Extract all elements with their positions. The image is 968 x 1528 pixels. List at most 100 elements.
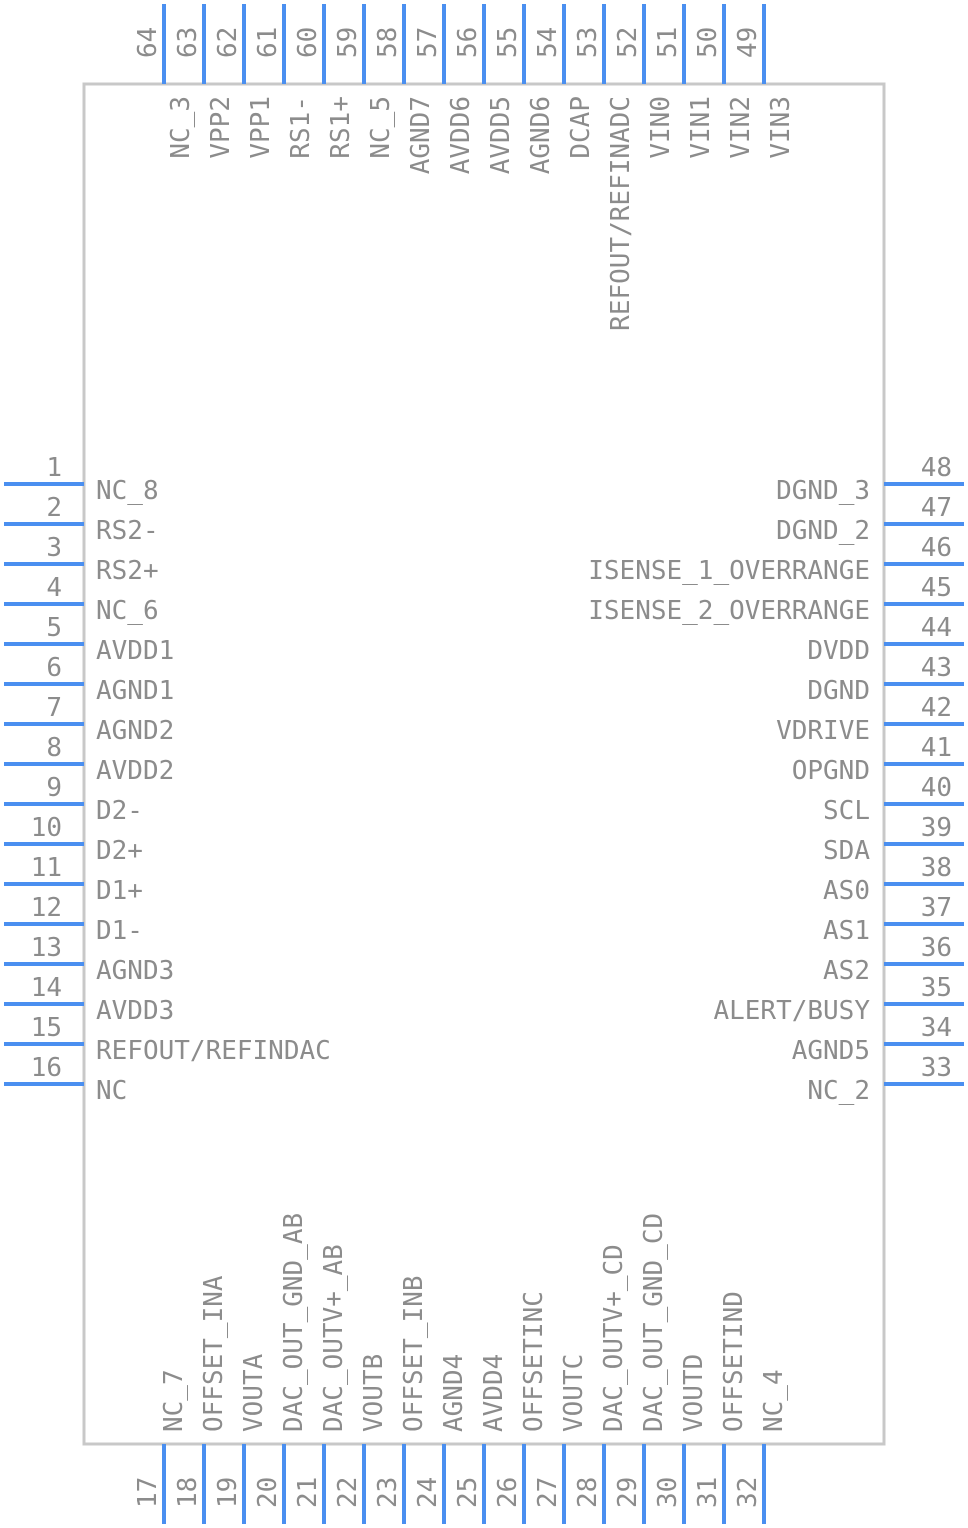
pin-number-4: 4 (46, 573, 62, 603)
pin-number-11: 11 (31, 853, 62, 883)
pin-name-d2: D2+ (96, 836, 143, 866)
pin-number-57: 57 (413, 27, 443, 58)
pin-name-vdrive: VDRIVE (776, 716, 870, 746)
pin-number-45: 45 (921, 573, 952, 603)
pin-name-rs1: RS1+ (326, 96, 356, 159)
pin-number-13: 13 (31, 933, 62, 963)
pin-number-36: 36 (921, 933, 952, 963)
pin-name-avdd6: AVDD6 (446, 96, 476, 174)
pin-name-rs2: RS2- (96, 516, 159, 546)
pin-name-dac-outv-cd: DAC_OUTV+_CD (599, 1244, 629, 1432)
pin-name-nc-2: NC_2 (807, 1076, 870, 1106)
pin-number-3: 3 (46, 533, 62, 563)
pin-number-58: 58 (373, 27, 403, 58)
pin-name-rs1: RS1- (286, 96, 316, 159)
pin-name-nc-6: NC_6 (96, 596, 159, 626)
pin-name-vin0: VIN0 (646, 96, 676, 159)
pin-number-48: 48 (921, 453, 952, 483)
pin-number-33: 33 (921, 1053, 952, 1083)
pin-name-dgnd-3: DGND_3 (776, 476, 870, 506)
pin-number-31: 31 (693, 1477, 723, 1508)
pin-name-nc-5: NC_5 (366, 96, 396, 159)
left-pin-group: 1NC_82RS2-3RS2+4NC_65AVDD16AGND17AGND28A… (4, 453, 331, 1106)
pin-name-dac-outv-ab: DAC_OUTV+_AB (319, 1244, 349, 1432)
pin-number-51: 51 (653, 27, 683, 58)
pin-name-nc-4: NC_4 (759, 1369, 789, 1432)
pin-number-32: 32 (733, 1477, 763, 1508)
pin-name-offsetinc: OFFSETINC (519, 1291, 549, 1432)
pin-number-28: 28 (573, 1477, 603, 1508)
pin-number-19: 19 (213, 1477, 243, 1508)
pin-name-agnd5: AGND5 (792, 1036, 870, 1066)
pin-name-sda: SDA (823, 836, 870, 866)
pin-name-d1: D1+ (96, 876, 143, 906)
pin-number-8: 8 (46, 733, 62, 763)
pin-name-scl: SCL (823, 796, 870, 826)
pin-name-offsetind: OFFSETIND (719, 1291, 749, 1432)
pin-name-agnd6: AGND6 (526, 96, 556, 174)
pin-number-17: 17 (133, 1477, 163, 1508)
pin-name-vpp1: VPP1 (246, 96, 276, 159)
ic-body (82, 82, 886, 1446)
pin-number-1: 1 (46, 453, 62, 483)
pin-number-6: 6 (46, 653, 62, 683)
pin-number-30: 30 (653, 1477, 683, 1508)
pin-name-alert-busy: ALERT/BUSY (713, 996, 870, 1026)
pin-number-42: 42 (921, 693, 952, 723)
pin-name-agnd2: AGND2 (96, 716, 174, 746)
pin-number-56: 56 (453, 27, 483, 58)
pin-name-voutb: VOUTB (359, 1354, 389, 1432)
pin-name-d1: D1- (96, 916, 143, 946)
pin-number-5: 5 (46, 613, 62, 643)
pin-number-25: 25 (453, 1477, 483, 1508)
pin-name-voutc: VOUTC (559, 1354, 589, 1432)
pin-name-isense-1-overrange: ISENSE_1_OVERRANGE (588, 556, 870, 586)
pin-number-43: 43 (921, 653, 952, 683)
pin-name-refout-refindac: REFOUT/REFINDAC (96, 1036, 331, 1066)
pin-number-16: 16 (31, 1053, 62, 1083)
pin-number-24: 24 (413, 1477, 443, 1508)
pin-number-53: 53 (573, 27, 603, 58)
pin-number-40: 40 (921, 773, 952, 803)
pin-name-vpp2: VPP2 (206, 96, 236, 159)
pin-number-7: 7 (46, 693, 62, 723)
pin-number-52: 52 (613, 27, 643, 58)
pin-number-60: 60 (293, 27, 323, 58)
pin-number-34: 34 (921, 1013, 952, 1043)
pin-name-avdd3: AVDD3 (96, 996, 174, 1026)
pin-name-avdd2: AVDD2 (96, 756, 174, 786)
pin-name-dcap: DCAP (566, 96, 596, 159)
pin-name-nc: NC (96, 1076, 127, 1106)
pin-name-offset-ina: OFFSET_INA (199, 1275, 229, 1432)
pin-name-dgnd: DGND (807, 676, 870, 706)
pin-number-61: 61 (253, 27, 283, 58)
pin-name-dac-out-gnd-ab: DAC_OUT_GND_AB (279, 1213, 309, 1432)
pin-name-nc-8: NC_8 (96, 476, 159, 506)
bottom-pin-group: 17NC_718OFFSET_INA19VOUTA20DAC_OUT_GND_A… (133, 1213, 789, 1524)
pin-number-41: 41 (921, 733, 952, 763)
pin-name-agnd3: AGND3 (96, 956, 174, 986)
pin-number-23: 23 (373, 1477, 403, 1508)
pin-name-dgnd-2: DGND_2 (776, 516, 870, 546)
pin-number-18: 18 (173, 1477, 203, 1508)
pin-name-agnd4: AGND4 (439, 1354, 469, 1432)
pin-number-47: 47 (921, 493, 952, 523)
pin-name-nc-3: NC_3 (166, 96, 196, 159)
pin-number-39: 39 (921, 813, 952, 843)
pin-name-refout-refinadc: REFOUT/REFINADC (606, 96, 636, 331)
pin-number-20: 20 (253, 1477, 283, 1508)
pin-number-63: 63 (173, 27, 203, 58)
pin-name-voutd: VOUTD (679, 1354, 709, 1432)
pin-number-62: 62 (213, 27, 243, 58)
pin-name-avdd1: AVDD1 (96, 636, 174, 666)
pin-number-59: 59 (333, 27, 363, 58)
pin-name-opgnd: OPGND (792, 756, 870, 786)
pin-number-27: 27 (533, 1477, 563, 1508)
pin-number-12: 12 (31, 893, 62, 923)
pin-number-2: 2 (46, 493, 62, 523)
pin-number-55: 55 (493, 27, 523, 58)
pin-name-offset-inb: OFFSET_INB (399, 1275, 429, 1432)
pin-number-35: 35 (921, 973, 952, 1003)
pin-name-agnd1: AGND1 (96, 676, 174, 706)
